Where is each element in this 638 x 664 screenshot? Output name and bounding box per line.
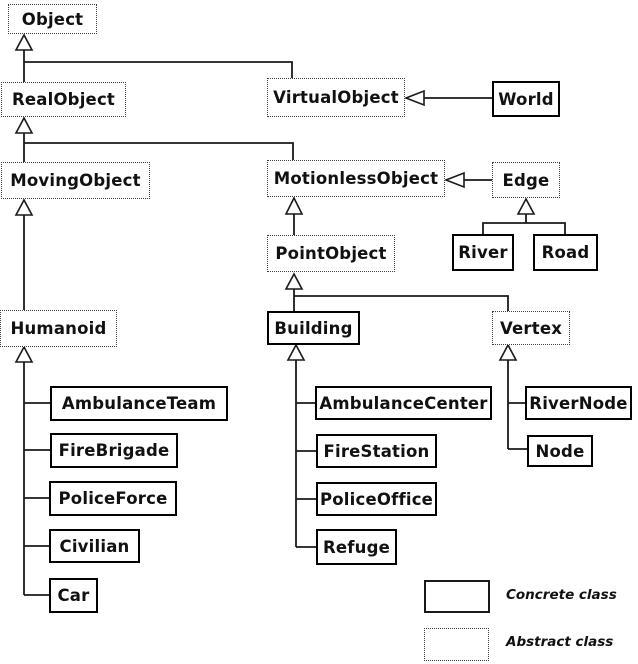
class-box-node: Node bbox=[527, 435, 593, 467]
class-box-car: Car bbox=[49, 578, 98, 613]
class-box-firebrigade: FireBrigade bbox=[50, 433, 178, 468]
generalization-arrow-humanoid bbox=[14, 345, 34, 363]
generalization-arrow-building bbox=[286, 343, 306, 361]
generalization-arrow-motionlessobject bbox=[284, 196, 304, 215]
legend-abstract-label: Abstract class bbox=[506, 634, 614, 650]
legend-concrete-label: Concrete class bbox=[506, 587, 617, 603]
class-box-rivernode: RiverNode bbox=[525, 386, 632, 420]
class-box-firestation: FireStation bbox=[316, 434, 437, 468]
class-box-ambulanceteam: AmbulanceTeam bbox=[50, 386, 228, 421]
generalization-arrow-virtualobject-left bbox=[403, 89, 425, 107]
legend-concrete-swatch bbox=[424, 580, 490, 613]
class-box-motionlessobject: MotionlessObject bbox=[267, 160, 445, 197]
generalization-arrow-movingobject bbox=[14, 198, 34, 216]
legend-abstract-swatch bbox=[424, 628, 489, 661]
edge-river-road-rail bbox=[482, 222, 566, 234]
class-box-building: Building bbox=[267, 311, 360, 345]
class-box-world: World bbox=[492, 81, 560, 117]
class-box-policeoffice: PoliceOffice bbox=[316, 482, 437, 516]
class-box-vertex: Vertex bbox=[492, 311, 570, 345]
class-box-river: River bbox=[452, 234, 514, 271]
class-box-edge: Edge bbox=[492, 162, 560, 198]
class-box-pointobject: PointObject bbox=[267, 235, 395, 272]
class-box-ambulancecenter: AmbulanceCenter bbox=[315, 386, 492, 420]
class-box-virtualobject: VirtualObject bbox=[267, 78, 405, 117]
class-box-humanoid: Humanoid bbox=[0, 310, 117, 347]
class-box-policeforce: PoliceForce bbox=[49, 481, 177, 516]
generalization-arrow-object bbox=[14, 33, 34, 51]
class-box-realobject: RealObject bbox=[1, 82, 126, 117]
generalization-arrow-realobject bbox=[14, 116, 34, 134]
generalization-arrow-edge bbox=[516, 197, 536, 215]
class-box-object: Object bbox=[8, 4, 97, 34]
generalization-arrow-vertex bbox=[498, 343, 518, 361]
class-box-road: Road bbox=[533, 234, 598, 271]
class-box-refuge: Refuge bbox=[316, 529, 397, 565]
class-box-movingobject: MovingObject bbox=[1, 162, 150, 199]
class-box-civilian: Civilian bbox=[49, 529, 140, 563]
edge-virtualobject-object bbox=[24, 61, 293, 78]
generalization-arrow-motionless-left bbox=[443, 171, 465, 189]
edge-motionlessobject-realobject bbox=[24, 142, 294, 160]
edge-vertex-pointobject bbox=[294, 295, 509, 311]
generalization-arrow-pointobject bbox=[284, 272, 304, 290]
